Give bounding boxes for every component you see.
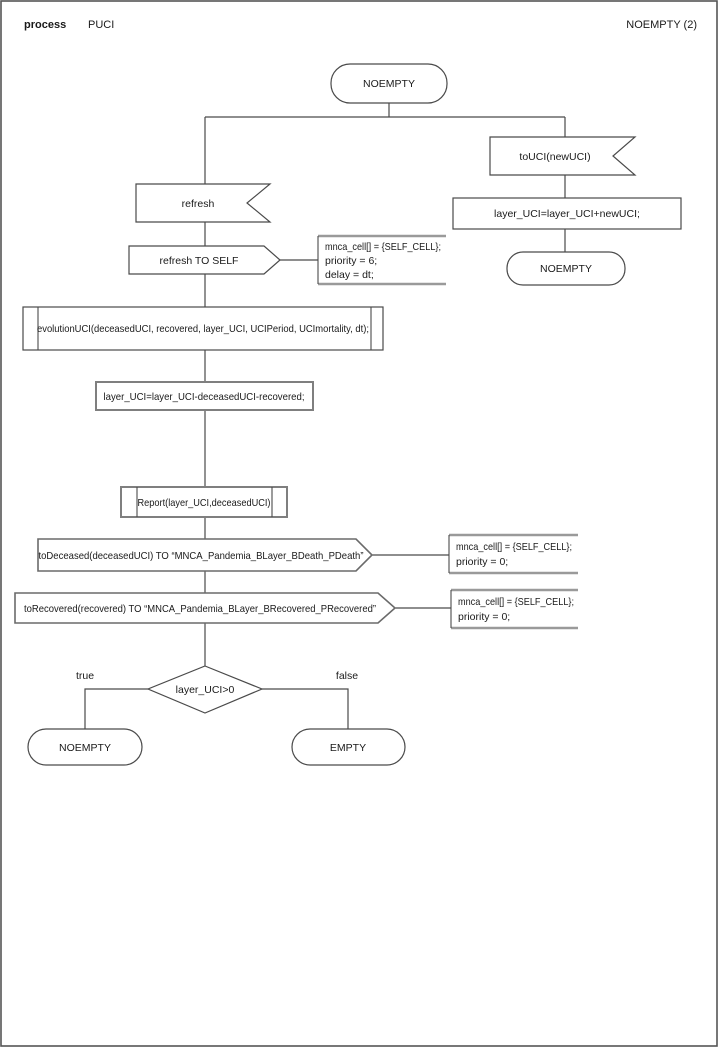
comment-refresh-line1: mnca_cell[] = {SELF_CELL}; <box>325 241 441 253</box>
decision-false-label: false <box>336 670 358 682</box>
start-state <box>330 63 448 104</box>
decision-true-label: true <box>76 670 94 682</box>
task-update-layer-uci <box>95 381 314 411</box>
state-noempty-true <box>27 728 143 766</box>
input-signal-touci <box>489 136 637 176</box>
header-page-indicator: NOEMPTY (2) <box>626 19 697 31</box>
state-empty-false-label: EMPTY <box>330 742 366 754</box>
decision-layer-uci-label: layer_UCI>0 <box>176 684 235 696</box>
decision-layer-uci <box>146 665 264 714</box>
connectors <box>84 103 566 729</box>
procedure-call-report: Report(layer_UCI,deceasedUCI) <box>120 486 288 518</box>
header-process-name: PUCI <box>88 19 114 31</box>
comment-torecovered-line1: mnca_cell[] = {SELF_CELL}; <box>458 596 574 608</box>
connector-decision-true <box>84 688 148 729</box>
state-empty-false <box>291 728 406 766</box>
task-update-layer-uci-label: layer_UCI=layer_UCI-deceasedUCI-recovere… <box>104 391 305 403</box>
comment-todeceased-params: mnca_cell[] = {SELF_CELL}; priority = 0; <box>448 533 578 575</box>
comment-torecovered-params: mnca_cell[] = {SELF_CELL}; priority = 0; <box>450 588 578 630</box>
output-signal-todeceased <box>37 538 374 572</box>
next-state-right <box>506 251 626 286</box>
connector-decision-false <box>262 688 349 729</box>
next-state-right-label: NOEMPTY <box>540 263 592 275</box>
comment-torecovered-line2: priority = 0; <box>458 611 510 623</box>
output-signal-torecovered <box>14 592 397 624</box>
procedure-call-report-box <box>120 486 288 518</box>
procedure-call-evolutionuci-label: evolutionUCI(deceasedUCI, recovered, lay… <box>37 323 369 335</box>
comment-refresh-params: mnca_cell[] = {SELF_CELL}; priority = 6;… <box>317 234 446 286</box>
output-signal-refresh-to-self <box>128 245 281 275</box>
procedure-call-evolutionuci-box <box>22 306 384 351</box>
state-noempty-true-label: NOEMPTY <box>59 742 111 754</box>
comment-refresh-line3: delay = dt; <box>325 269 374 281</box>
comment-todeceased-line1: mnca_cell[] = {SELF_CELL}; <box>456 541 572 553</box>
input-signal-refresh-label: refresh <box>182 198 215 210</box>
input-signal-touci-label: toUCI(newUCI) <box>519 151 590 163</box>
task-add-newuci <box>452 197 682 230</box>
comment-todeceased-line2: priority = 0; <box>456 556 508 568</box>
output-signal-refresh-to-self-label: refresh TO SELF <box>160 255 239 267</box>
procedure-call-evolutionuci: evolutionUCI(deceasedUCI, recovered, lay… <box>22 306 384 351</box>
procedure-call-report-label: Report(layer_UCI,deceasedUCI) <box>138 497 271 509</box>
input-signal-refresh <box>135 183 272 223</box>
output-signal-torecovered-label: toRecovered(recovered) TO “MNCA_Pandemia… <box>24 603 376 615</box>
output-signal-todeceased-label: toDeceased(deceasedUCI) TO “MNCA_Pandemi… <box>39 550 364 562</box>
task-add-newuci-label: layer_UCI=layer_UCI+newUCI; <box>494 208 640 220</box>
header-process-keyword: process <box>24 19 66 31</box>
comment-refresh-line2: priority = 6; <box>325 255 377 267</box>
start-state-label: NOEMPTY <box>363 78 415 90</box>
